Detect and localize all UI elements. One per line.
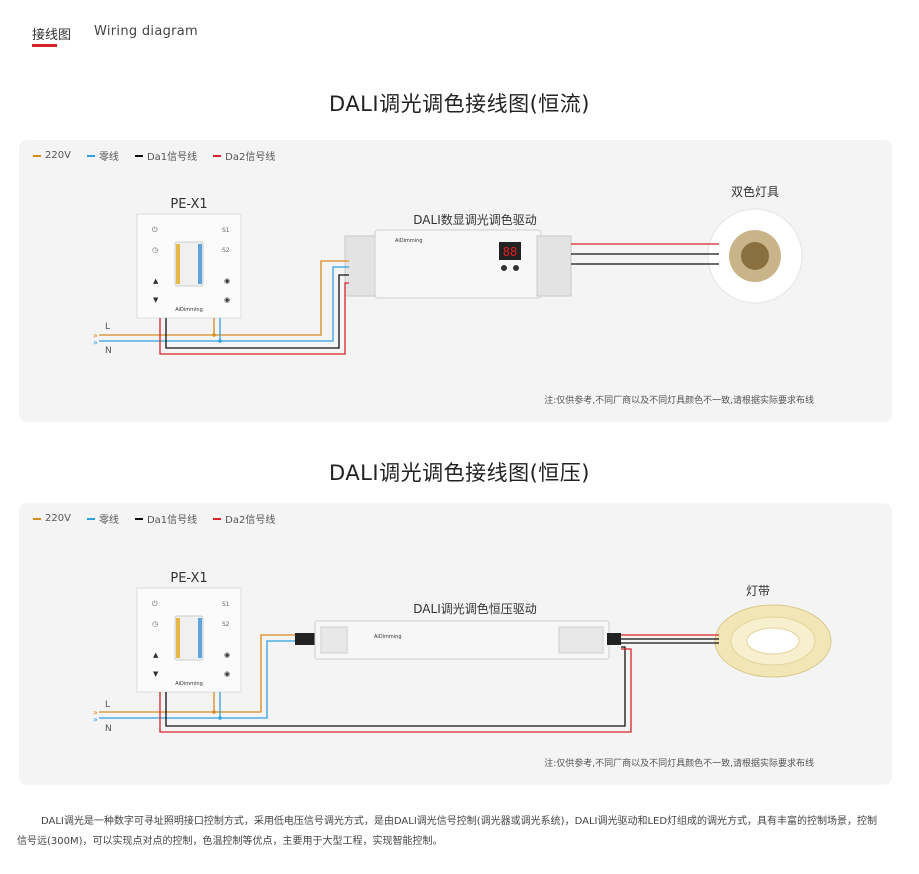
- legend-swatch-da1: [134, 154, 143, 157]
- neutral-arrow-icon: »: [93, 715, 98, 724]
- legend-item-da2: Da2信号线: [213, 511, 275, 526]
- driver-output-gland: [607, 633, 621, 645]
- controller-screen: [174, 615, 204, 661]
- diagram1-note: 注:仅供参考,不同厂商以及不同灯具颜色不一致,请根据实际要求布线: [544, 396, 814, 406]
- neutral-label: N: [105, 346, 112, 356]
- legend-item-neutral: 零线: [86, 511, 119, 526]
- legend-swatch-da1: [134, 517, 143, 520]
- legend-swatch-live: [33, 154, 41, 157]
- legend-swatch-da2: [213, 517, 222, 520]
- controller-label: PE-X1: [170, 571, 207, 586]
- line-label: L: [105, 322, 110, 332]
- diagram1-legend: 220V 零线 Da1信号线 Da2信号线: [33, 148, 275, 163]
- diagram2-wiring: PE-X1 ⏻ S1 ◷ S2 ▲ ◉ ▼ ◉ AiDimming DALI调光…: [93, 571, 832, 734]
- legend-item-da2: Da2信号线: [213, 148, 275, 163]
- diagram1-panel: 220V 零线 Da1信号线 Da2信号线 PE-X1 ⏻ S1 ◷ S2 ▲ …: [19, 140, 892, 422]
- neutral-arrow-icon: »: [93, 338, 98, 347]
- scene-1-icon: S1: [222, 227, 230, 234]
- driver-button-2: [513, 265, 519, 271]
- screen-warm-bar: [176, 618, 180, 658]
- legend-swatch-neutral: [86, 517, 95, 520]
- driver-label: DALI调光调色恒压驱动: [413, 602, 536, 616]
- legend-label: Da1信号线: [146, 515, 198, 526]
- timer-icon: ◷: [152, 620, 159, 628]
- screen-cool-bar: [198, 244, 202, 284]
- legend-label: 零线: [98, 152, 119, 163]
- lamp-label: 灯带: [746, 584, 770, 598]
- legend-item-220v: 220V: [33, 148, 71, 163]
- down-arrow-icon: ▼: [153, 296, 159, 304]
- up-arrow-icon: ▲: [153, 651, 159, 659]
- driver-output-label: [558, 626, 604, 654]
- legend-item-220v: 220V: [33, 511, 71, 526]
- legend-swatch-neutral: [86, 154, 95, 157]
- legend-label: Da2信号线: [225, 515, 276, 526]
- driver-left-terminal: [344, 235, 380, 297]
- dim-icon: ◉: [224, 296, 230, 304]
- tab-wiring-en[interactable]: Wiring diagram: [94, 24, 199, 39]
- brightness-icon: ◉: [224, 651, 230, 659]
- driver-brand: AiDimming: [374, 634, 402, 640]
- scene-1-icon: S1: [222, 601, 230, 608]
- driver-display: [499, 242, 521, 260]
- legend-label: 220V: [45, 150, 71, 161]
- legend-label: 零线: [98, 515, 119, 526]
- legend-label: Da1信号线: [146, 152, 198, 163]
- driver-brand: AiDimming: [395, 238, 423, 244]
- screen-cool-bar: [198, 618, 202, 658]
- lamp-label: 双色灯具: [731, 185, 779, 199]
- controller-brand: AiDimming: [175, 681, 203, 687]
- power-icon: ⏻: [152, 226, 158, 234]
- live-arrow-icon: »: [93, 708, 98, 717]
- downlight-led: [741, 242, 769, 270]
- driver-label: DALI数显调光调色驱动: [413, 212, 536, 227]
- brightness-icon: ◉: [224, 277, 230, 285]
- diagram2-note: 注:仅供参考,不同厂商以及不同灯具颜色不一致,请根据实际要求布线: [544, 759, 814, 769]
- controller-brand: AiDimming: [175, 307, 203, 313]
- scene-2-icon: S2: [222, 621, 230, 628]
- dim-icon: ◉: [224, 670, 230, 678]
- down-arrow-icon: ▼: [153, 670, 159, 678]
- active-tab-indicator: [32, 44, 57, 47]
- legend-label: 220V: [45, 513, 71, 524]
- legend-item-da1: Da1信号线: [134, 511, 198, 526]
- neutral-label: N: [105, 724, 112, 734]
- legend-label: Da2信号线: [225, 152, 276, 163]
- up-arrow-icon: ▲: [153, 277, 159, 285]
- line-label: L: [105, 700, 110, 710]
- live-arrow-icon: »: [93, 331, 98, 340]
- legend-item-neutral: 零线: [86, 148, 119, 163]
- legend-swatch-da2: [213, 154, 222, 157]
- diagram1-wiring: PE-X1 ⏻ S1 ◷ S2 ▲ ◉ ▼ ◉ AiDimming DALI数显…: [93, 185, 803, 356]
- driver-input-gland: [295, 633, 317, 645]
- timer-icon: ◷: [152, 246, 159, 254]
- tab-wiring-cn[interactable]: 接线图: [32, 28, 72, 43]
- diagram1-title: DALI调光调色接线图(恒流): [329, 92, 590, 116]
- diagram2-legend: 220V 零线 Da1信号线 Da2信号线: [33, 511, 275, 526]
- driver-right-terminal: [536, 235, 572, 297]
- screen-warm-bar: [176, 244, 180, 284]
- controller-screen: [174, 241, 204, 287]
- driver-button-1: [501, 265, 507, 271]
- driver-input-label: [320, 626, 348, 654]
- diagram2-title: DALI调光调色接线图(恒压): [329, 461, 590, 485]
- legend-swatch-live: [33, 517, 41, 520]
- controller-label: PE-X1: [170, 197, 207, 212]
- power-icon: ⏻: [152, 600, 158, 608]
- footer-description: DALI调光是一种数字可寻址照明接口控制方式，采用低电压信号调光方式，是由DAL…: [17, 816, 878, 847]
- legend-item-da1: Da1信号线: [134, 148, 198, 163]
- diagram2-panel: 220V 零线 Da1信号线 Da2信号线 PE-X1 ⏻ S1 ◷ S2 ▲ …: [19, 503, 892, 785]
- led-strip-core: [746, 627, 800, 655]
- driver-display-value: 88: [503, 245, 517, 259]
- scene-2-icon: S2: [222, 247, 230, 254]
